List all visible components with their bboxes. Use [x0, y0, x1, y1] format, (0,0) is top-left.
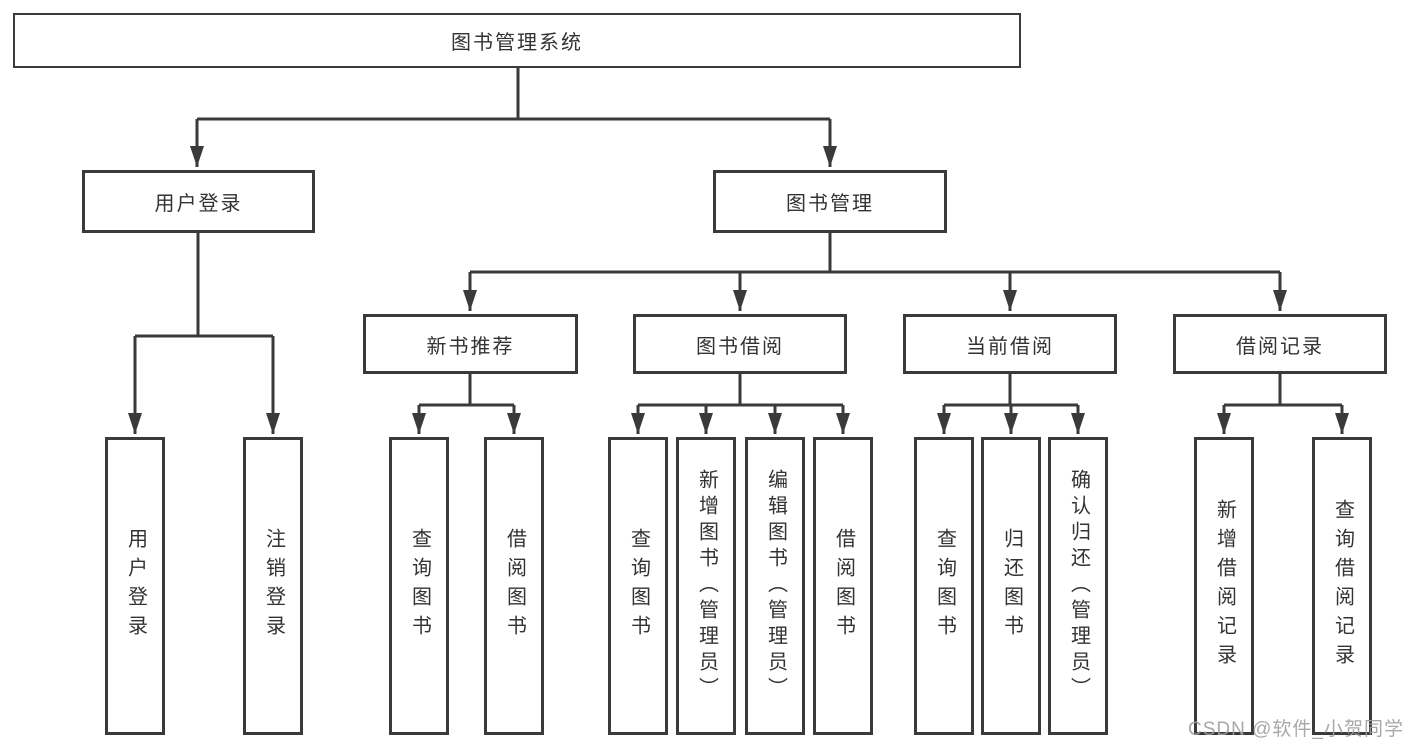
- leaf-user-login-label: 用户登录: [124, 528, 147, 644]
- leaf-logout: 注销登录: [243, 437, 303, 735]
- leaf-query-book-3-label: 查询图书: [933, 528, 956, 644]
- leaf-edit-book-admin-label: 编辑图书（管理员）: [764, 469, 787, 703]
- node-current-borrow: 当前借阅: [903, 314, 1117, 374]
- node-book-borrow-label: 图书借阅: [696, 335, 784, 358]
- node-library-management-system: 图书管理系统: [13, 13, 1021, 68]
- connector-new-book-branch: [412, 372, 521, 434]
- leaf-borrow-book-2-label: 借阅图书: [832, 528, 855, 644]
- leaf-query-book-2-label: 查询图书: [627, 528, 650, 644]
- node-new-book-recommend: 新书推荐: [363, 314, 578, 374]
- leaf-query-book-3: 查询图书: [914, 437, 974, 735]
- node-book-borrow: 图书借阅: [633, 314, 847, 374]
- leaf-logout-label: 注销登录: [262, 528, 285, 644]
- leaf-borrow-book-2: 借阅图书: [813, 437, 873, 735]
- node-current-borrow-label: 当前借阅: [966, 335, 1054, 358]
- node-user-login-label: 用户登录: [154, 193, 243, 215]
- connector-book-management-branch: [463, 232, 1287, 311]
- leaf-borrow-book-1-label: 借阅图书: [503, 528, 526, 644]
- leaf-query-book-1: 查询图书: [389, 437, 449, 735]
- node-borrow-record-label: 借阅记录: [1236, 335, 1324, 358]
- connector-book-borrow-branch: [631, 372, 850, 434]
- node-borrow-record: 借阅记录: [1173, 314, 1387, 374]
- leaf-confirm-return-admin: 确认归还（管理员）: [1048, 437, 1108, 735]
- connector-borrow-record-branch: [1217, 372, 1349, 434]
- csdn-watermark: CSDN @软件_小贺同学: [1188, 719, 1404, 740]
- leaf-borrow-book-1: 借阅图书: [484, 437, 544, 735]
- leaf-add-borrow-record: 新增借阅记录: [1194, 437, 1254, 735]
- connector-user-login-branch: [128, 232, 280, 434]
- leaf-query-book-2: 查询图书: [608, 437, 668, 735]
- leaf-query-borrow-record-label: 查询借阅记录: [1331, 499, 1354, 673]
- node-user-login: 用户登录: [82, 170, 315, 233]
- leaf-edit-book-admin: 编辑图书（管理员）: [745, 437, 805, 735]
- leaf-add-borrow-record-label: 新增借阅记录: [1213, 499, 1236, 673]
- leaf-user-login: 用户登录: [105, 437, 165, 735]
- connector-current-borrow-branch: [937, 372, 1085, 434]
- leaf-return-book: 归还图书: [981, 437, 1041, 735]
- leaf-query-book-1-label: 查询图书: [408, 528, 431, 644]
- node-new-book-recommend-label: 新书推荐: [426, 335, 515, 358]
- node-library-management-system-label: 图书管理系统: [451, 32, 583, 54]
- connector-root-to-level2: [190, 66, 837, 167]
- leaf-return-book-label: 归还图书: [1000, 528, 1023, 644]
- leaf-add-book-admin-label: 新增图书（管理员）: [695, 469, 718, 703]
- node-book-management: 图书管理: [713, 170, 947, 233]
- leaf-query-borrow-record: 查询借阅记录: [1312, 437, 1372, 735]
- leaf-confirm-return-admin-label: 确认归还（管理员）: [1067, 469, 1090, 703]
- leaf-add-book-admin: 新增图书（管理员）: [676, 437, 736, 735]
- node-book-management-label: 图书管理: [786, 193, 874, 215]
